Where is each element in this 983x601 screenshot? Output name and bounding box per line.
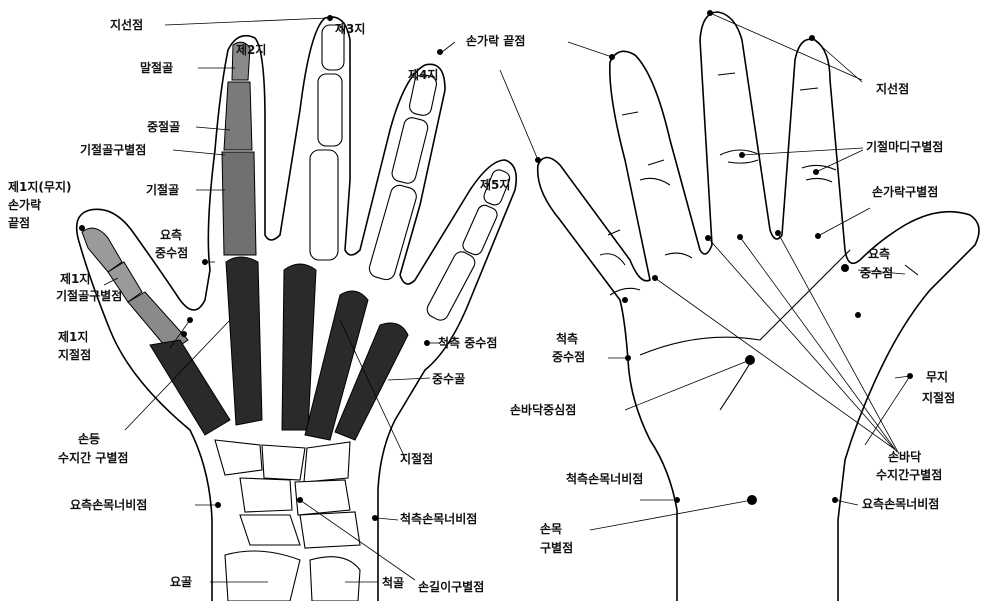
label-radial-metacarpal-right-a: 요측 xyxy=(868,247,890,262)
right-hand-outline xyxy=(538,12,979,601)
label-radial-metacarpal-b: 중수점 xyxy=(155,246,188,261)
label-metacarpal: 중수골 xyxy=(432,372,465,387)
label-third-finger: 제3지 xyxy=(335,22,365,37)
label-radial-metacarpal-right-b: 중수점 xyxy=(860,266,893,281)
label-ulna: 척골 xyxy=(382,576,404,591)
label-thumb-joint-right-b: 지절점 xyxy=(922,391,955,406)
label-middle-phalanx: 중절골 xyxy=(147,120,180,135)
label-palm-interdigital-a: 손바닥 xyxy=(888,450,921,465)
label-finger-tip-b: 끝점 xyxy=(8,216,30,231)
label-ulnar-wrist-right: 척측손목너비점 xyxy=(566,472,643,487)
label-thumb-joint-a: 제1지 xyxy=(58,330,88,345)
label-hand-length: 손길이구별점 xyxy=(418,580,484,595)
right-landmark-dots xyxy=(535,10,913,505)
label-thumb-proximal-b: 기절골구별점 xyxy=(56,289,122,304)
label-radial-wrist-right: 요측손목너비점 xyxy=(862,497,939,512)
label-wrist-b: 구별점 xyxy=(540,541,573,556)
label-proximal-phalanx: 기절골 xyxy=(146,183,179,198)
label-finger-boundary: 손가락구별점 xyxy=(872,185,938,200)
label-radial-metacarpal-a: 요측 xyxy=(160,228,182,243)
label-joint-point: 지절점 xyxy=(400,452,433,467)
label-ulnar-metacarpal: 척측 중수점 xyxy=(438,336,497,351)
label-thumb-joint-right-a: 무지 xyxy=(926,370,948,385)
right-leader-lines xyxy=(500,13,910,530)
label-thumb: 제1지(무지) xyxy=(8,180,71,195)
label-proximal-boundary: 기절골구별점 xyxy=(80,143,146,158)
label-second-finger: 제2지 xyxy=(236,43,266,58)
label-jiseonjeom-left: 지선점 xyxy=(110,18,143,33)
left-second-finger-bones xyxy=(222,42,262,425)
label-ulnar-wrist-left: 척측손목너비점 xyxy=(400,512,477,527)
label-ulnar-metacarpal-right-b: 중수점 xyxy=(552,350,585,365)
label-thumb-proximal-a: 제1지 xyxy=(60,272,90,287)
label-ulnar-metacarpal-right-a: 척측 xyxy=(556,332,578,347)
label-fingertip-point: 손가락 끝점 xyxy=(466,34,525,49)
label-dorsum-a: 손등 xyxy=(78,432,100,447)
label-finger-tip-a: 손가락 xyxy=(8,198,41,213)
left-carpal-bones xyxy=(215,440,360,601)
label-dorsum-b: 수지간 구별점 xyxy=(58,451,128,466)
label-palm-interdigital-b: 수지간구별점 xyxy=(876,468,942,483)
label-crease-boundary: 기절마디구별점 xyxy=(866,140,943,155)
label-distal-phalanx: 말절골 xyxy=(140,61,173,76)
label-radius: 요골 xyxy=(170,575,192,590)
label-jiseonjeom-right: 지선점 xyxy=(876,82,909,97)
label-fourth-finger: 제4지 xyxy=(408,68,438,83)
label-fifth-finger: 제5지 xyxy=(480,178,510,193)
label-thumb-joint-b: 지절점 xyxy=(58,348,91,363)
label-wrist-a: 손목 xyxy=(540,522,562,537)
label-radial-wrist-left: 요측손목너비점 xyxy=(70,498,147,513)
label-palm-center: 손바닥중심점 xyxy=(510,403,576,418)
